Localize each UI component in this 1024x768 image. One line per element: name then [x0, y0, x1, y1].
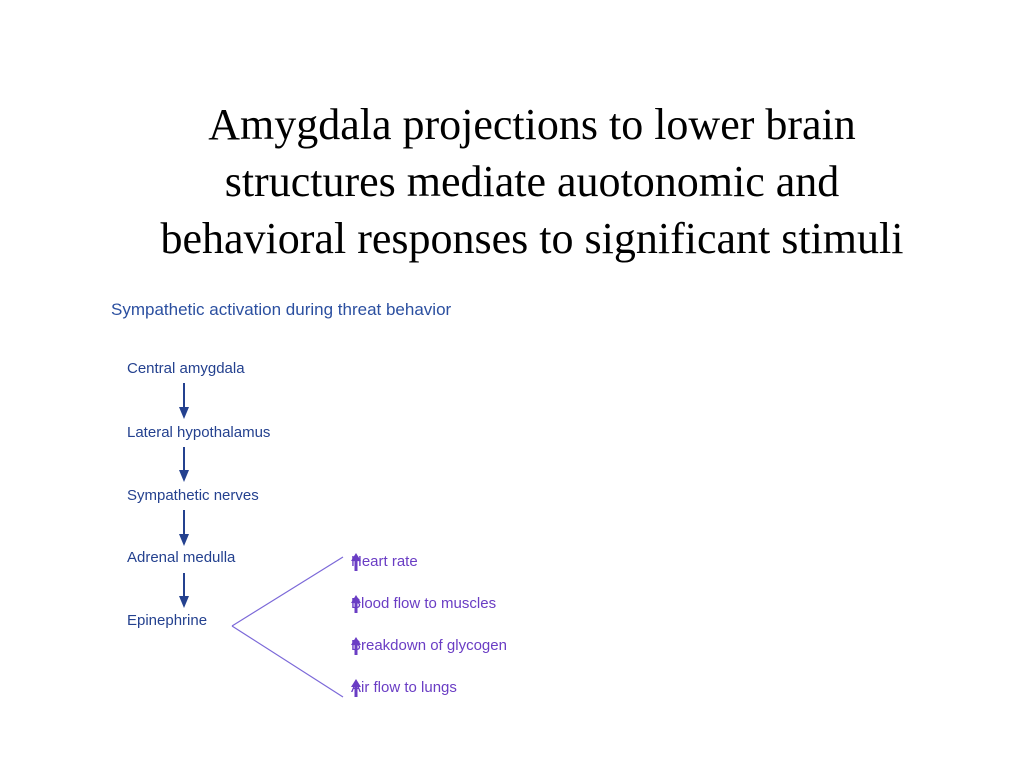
- chain-step-epinephrine: Epinephrine: [127, 612, 208, 629]
- effect-air-flow: Air flow to lungs: [351, 679, 457, 697]
- effect-label: Heart rate: [351, 553, 418, 570]
- chain-arrow-4: [179, 573, 189, 608]
- effect-blood-flow: Blood flow to muscles: [351, 595, 497, 613]
- chain-step-lateral-hypothalamus: Lateral hypothalamus: [127, 424, 271, 441]
- chain-arrow-3: [179, 510, 189, 546]
- effect-heart-rate: Heart rate: [351, 553, 418, 571]
- effect-glycogen-breakdown: Breakdown of glycogen: [351, 637, 507, 655]
- chain-step-adrenal-medulla: Adrenal medulla: [127, 549, 236, 566]
- diagram-heading: Sympathetic activation during threat beh…: [111, 300, 452, 319]
- up-arrow-icon: [351, 637, 361, 655]
- effect-label: Blood flow to muscles: [351, 595, 497, 612]
- chain-step-sympathetic-nerves: Sympathetic nerves: [127, 487, 259, 504]
- slide-title-line-3: behavioral responses to significant stim…: [160, 214, 904, 263]
- slide-title-line-1: Amygdala projections to lower brain: [208, 100, 856, 149]
- slide-title-line-2: structures mediate auotonomic and: [224, 157, 840, 206]
- effect-label: Air flow to lungs: [351, 679, 457, 696]
- up-arrow-icon: [351, 553, 361, 571]
- up-arrow-icon: [351, 595, 361, 613]
- chain-arrow-1: [179, 383, 189, 419]
- up-arrow-icon: [351, 679, 361, 697]
- effect-branch-lines: [231, 556, 344, 698]
- chain-arrow-2: [179, 447, 189, 482]
- slide-title: Amygdala projections to lower brain stru…: [40, 96, 1024, 267]
- effect-label: Breakdown of glycogen: [351, 637, 507, 654]
- chain-step-central-amygdala: Central amygdala: [127, 360, 245, 377]
